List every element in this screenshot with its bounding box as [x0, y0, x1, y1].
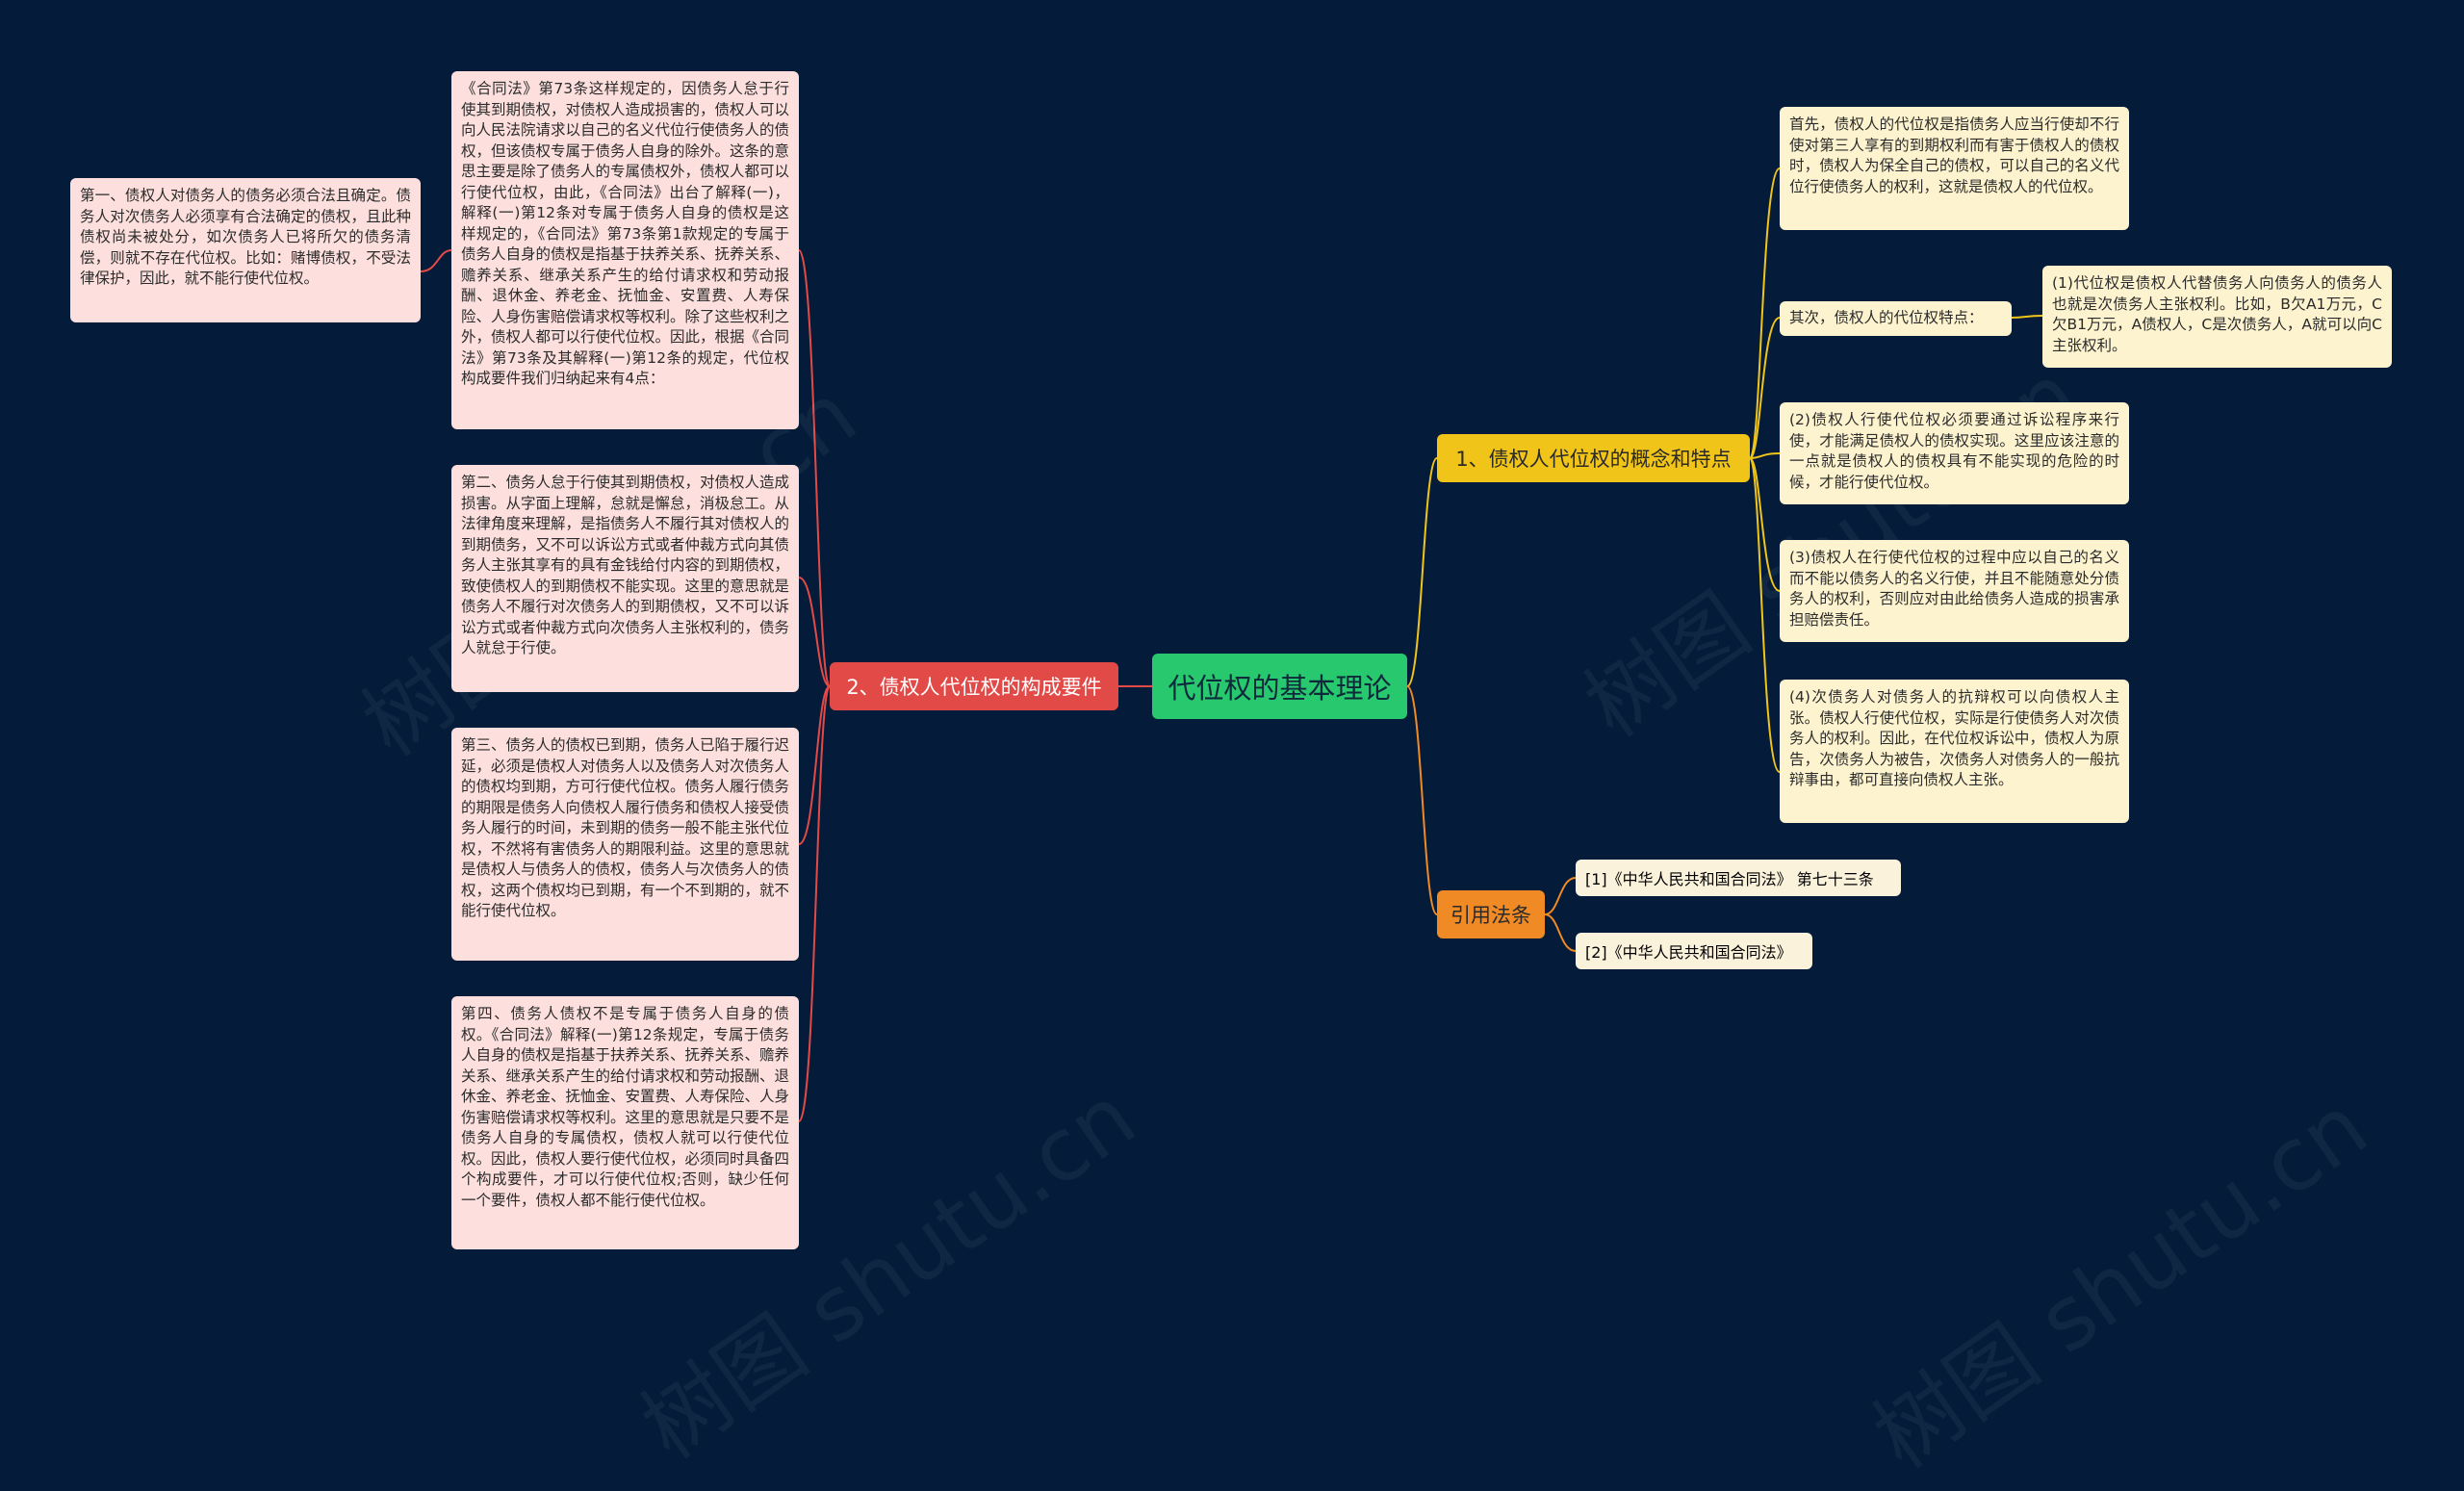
- link-root-b1: [1406, 457, 1438, 687]
- link-b1-l4: [1749, 452, 1781, 459]
- leaf-requirement-3[interactable]: 第三、债务人的债权已到期，债务人已陷于履行迟延，必须是债权人对债务人以及债务人对…: [451, 728, 799, 961]
- leaf-feature-2[interactable]: (2)债权人行使代位权必须要通过诉讼程序来行使，才能满足债权人的债权实现。这里应…: [1780, 402, 2129, 504]
- branch-requirements[interactable]: 2、债权人代位权的构成要件: [830, 662, 1118, 710]
- branch-references[interactable]: 引用法条: [1437, 890, 1545, 938]
- link-b2-l3: [798, 685, 831, 845]
- leaf-definition[interactable]: 首先，债权人的代位权是指债务人应当行使却不行使对第三人享有的到期权利而有害于债权…: [1780, 107, 2129, 230]
- link-l1-sub: [420, 249, 452, 272]
- leaf-requirement-2[interactable]: 第二、债务人怠于行使其到期债权，对债权人造成损害。从字面上理解，怠就是懈怠，消极…: [451, 465, 799, 692]
- leaf-feature-3[interactable]: (3)债权人在行使代位权的过程中应以自己的名义而不能以债务人的名义行使，并且不能…: [1780, 540, 2129, 642]
- ref-item-1[interactable]: [1]《中华人民共和国合同法》 第七十三条: [1576, 860, 1901, 896]
- link-root-b3: [1406, 685, 1438, 915]
- link-b1-l6: [1749, 457, 1781, 773]
- branch-concept-features[interactable]: 1、债权人代位权的概念和特点: [1437, 434, 1750, 482]
- leaf-feature-4[interactable]: (4)次债务人对债务人的抗辩权可以向债权人主张。债权人行使代位权，实际是行使债务…: [1780, 680, 2129, 823]
- leaf-requirement-1[interactable]: 第一、债权人对债务人的债务必须合法且确定。债务人对次债务人必须享有合法确定的债权…: [70, 178, 421, 322]
- leaf-features-intro[interactable]: 其次，债权人的代位权特点：: [1780, 301, 2012, 336]
- link-b3-r1: [1544, 877, 1577, 915]
- connector-lines: [420, 167, 2043, 1122]
- link-l2-l3: [2011, 315, 2043, 319]
- ref-item-2[interactable]: [2]《中华人民共和国合同法》: [1576, 933, 1812, 969]
- link-b3-r2: [1544, 913, 1577, 952]
- leaf-article-73[interactable]: 《合同法》第73条这样规定的，因债务人怠于行使其到期债权，对债权人造成损害的，债…: [451, 71, 799, 429]
- link-b2-l1: [798, 249, 831, 687]
- mindmap-canvas: 树图 shutu.cn 树图 shutu.cn 树图 shutu.cn 树图 s…: [70, 71, 2392, 1488]
- link-b1-l2: [1749, 317, 1781, 459]
- link-b1-l5: [1749, 457, 1781, 592]
- link-b2-l2: [798, 577, 831, 687]
- link-b1-l1: [1749, 167, 1781, 459]
- root-topic[interactable]: 代位权的基本理论: [1152, 654, 1407, 719]
- leaf-feature-1[interactable]: (1)代位权是债权人代替债务人向债务人的债务人也就是次债务人主张权利。比如，B欠…: [2042, 266, 2392, 368]
- link-b2-l4: [798, 685, 831, 1122]
- leaf-requirement-4[interactable]: 第四、债务人债权不是专属于债务人自身的债权。《合同法》解释(一)第12条规定，专…: [451, 996, 799, 1249]
